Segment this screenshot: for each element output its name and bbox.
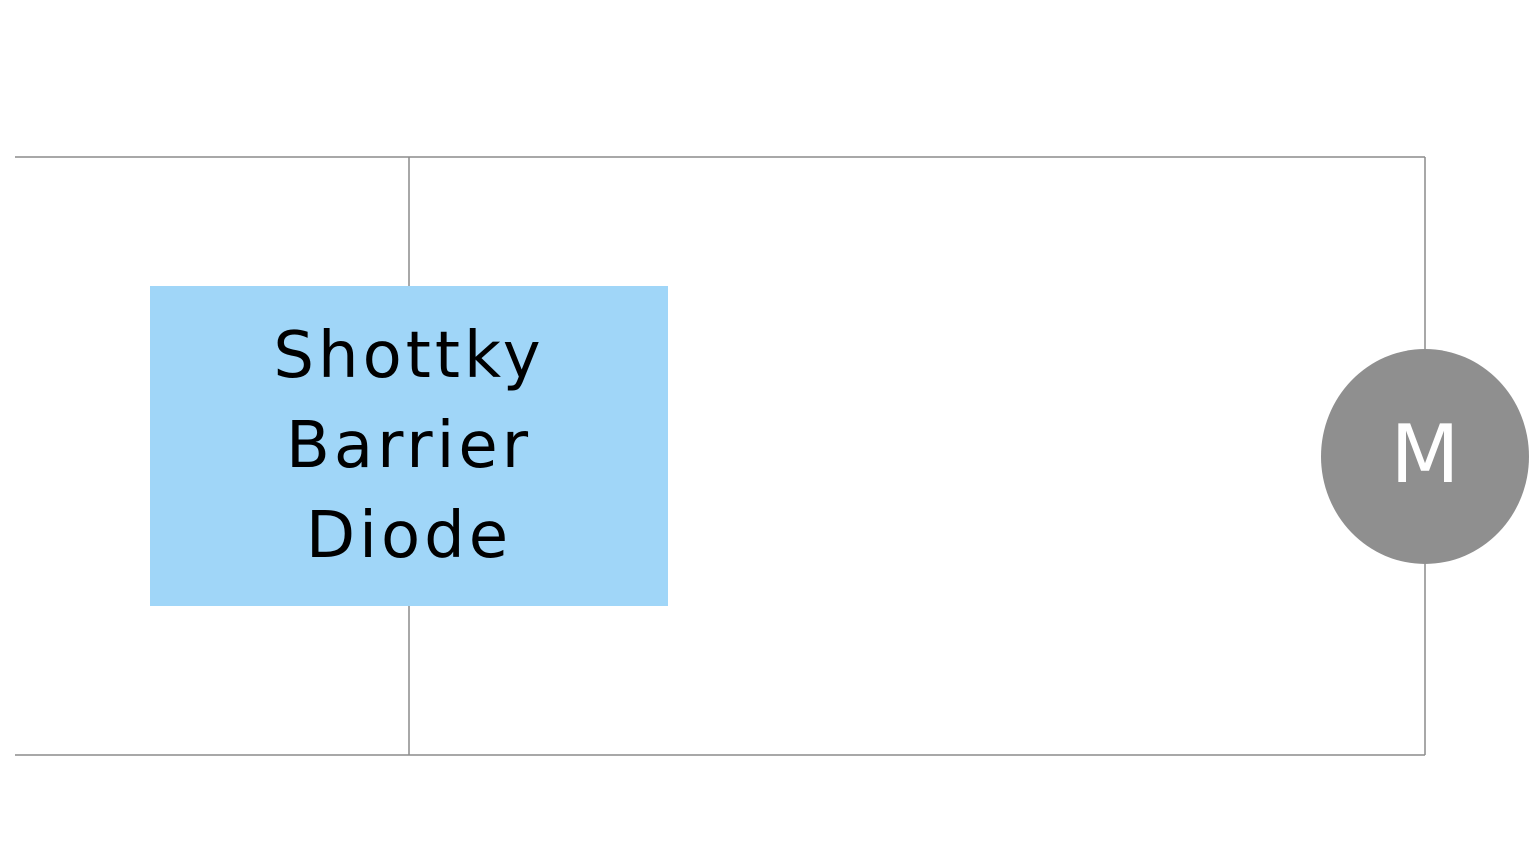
- diode-label-line-2: Barrier: [285, 409, 533, 483]
- diode-label: Shottky Barrier Diode: [273, 311, 544, 581]
- motor-symbol: M: [1321, 349, 1529, 564]
- diode-label-line-1: Shottky: [273, 319, 545, 393]
- motor-label: M: [1390, 407, 1460, 501]
- diode-label-line-3: Diode: [305, 499, 513, 573]
- schottky-diode-block: Shottky Barrier Diode: [150, 286, 668, 606]
